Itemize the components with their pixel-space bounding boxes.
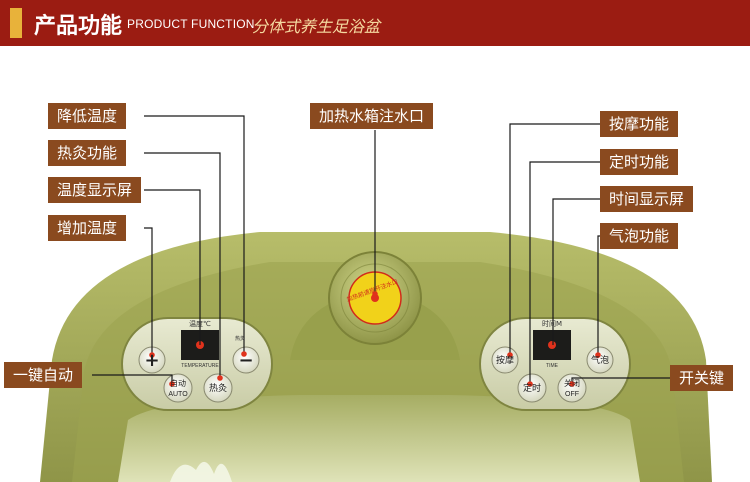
header-title: 产品功能 xyxy=(34,14,123,39)
header-accent xyxy=(10,8,22,38)
bubble-button-label[interactable]: 气泡 xyxy=(591,354,609,366)
minus-button-glyph[interactable]: − xyxy=(238,350,253,371)
time-display-caption: TIME xyxy=(546,363,559,369)
callout-water-inlet: 加热水箱注水口 xyxy=(310,103,434,129)
timer-button-label[interactable]: 定时 xyxy=(523,382,541,394)
auto-button-en[interactable]: AUTO xyxy=(168,391,188,398)
callout-decrease-temperature: 降低温度 xyxy=(48,103,127,129)
massage-button-label[interactable]: 按摩 xyxy=(496,354,514,366)
leaf-decoration xyxy=(170,461,232,482)
moxa-indicator-label: 热灸 xyxy=(235,335,245,342)
callout-massage: 按摩功能 xyxy=(600,111,679,137)
callout-time-display: 时间显示屏 xyxy=(600,186,694,212)
right-control-panel xyxy=(479,317,631,411)
callout-temperature-display: 温度显示屏 xyxy=(48,177,142,203)
header-subtitle: PRODUCT FUNCTION xyxy=(127,17,255,31)
temp-display-caption: TEMPERATURE xyxy=(181,363,219,369)
power-button-label[interactable]: 关闭 xyxy=(564,378,580,388)
callout-power-key: 开关键 xyxy=(670,365,734,391)
temp-display-label: 温度℃ xyxy=(189,319,211,328)
callout-one-key-auto: 一键自动 xyxy=(4,362,83,388)
time-display-label: 时间M xyxy=(542,319,562,328)
callout-bubble: 气泡功能 xyxy=(600,223,679,249)
header-banner: 产品功能 PRODUCT FUNCTION 分体式养生足浴盆 xyxy=(0,0,750,46)
auto-button-label[interactable]: 自动 xyxy=(170,378,186,388)
callout-moxibustion: 热灸功能 xyxy=(48,140,127,166)
callout-timer: 定时功能 xyxy=(600,149,679,175)
left-control-panel xyxy=(121,317,273,411)
header-tagline: 分体式养生足浴盆 xyxy=(252,17,381,36)
moxa-button-label[interactable]: 热灸 xyxy=(209,382,227,394)
callout-increase-temperature: 增加温度 xyxy=(48,215,127,241)
basin-interior xyxy=(118,395,640,482)
power-button-en[interactable]: OFF xyxy=(565,391,579,398)
plus-button-glyph[interactable]: + xyxy=(144,350,159,371)
